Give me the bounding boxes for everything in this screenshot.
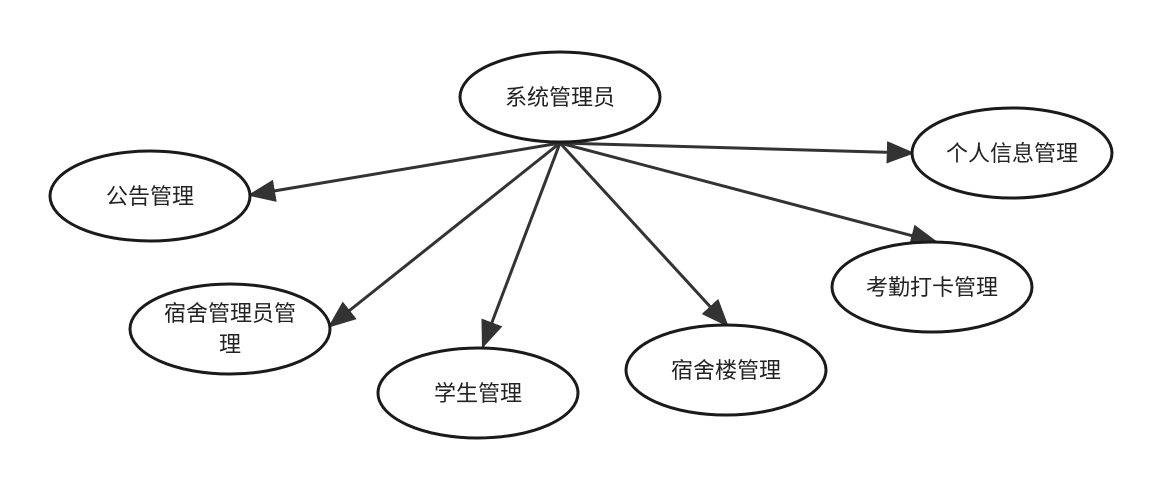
node-attendance: 考勤打卡管理 — [830, 240, 1034, 334]
node-label: 考勤打卡管理 — [866, 276, 998, 301]
node-building: 宿舍楼管理 — [624, 323, 828, 417]
node-label: 系统管理员 — [505, 86, 615, 111]
edge-to-notice — [247, 141, 561, 202]
edge-to-dorm-admin — [327, 141, 561, 328]
node-system-admin: 系统管理员 — [458, 50, 662, 144]
node-personal: 个人信息管理 — [910, 106, 1114, 200]
node-notice: 公告管理 — [48, 149, 252, 243]
node-label-line1: 宿舍管理员管 — [164, 302, 296, 327]
edge-to-attendance — [559, 141, 939, 247]
node-label: 公告管理 — [106, 185, 194, 210]
node-label: 宿舍楼管理 — [671, 359, 781, 384]
edge-to-building — [558, 141, 729, 328]
edge-to-personal — [559, 141, 915, 164]
node-label: 个人信息管理 — [946, 142, 1078, 167]
edges — [247, 141, 939, 349]
node-student: 学生管理 — [376, 346, 580, 440]
node-dorm-admin: 宿舍管理员管 理 — [128, 282, 332, 376]
node-label: 学生管理 — [434, 382, 522, 407]
node-label-line2: 理 — [219, 333, 241, 358]
edge-to-student — [481, 142, 562, 349]
